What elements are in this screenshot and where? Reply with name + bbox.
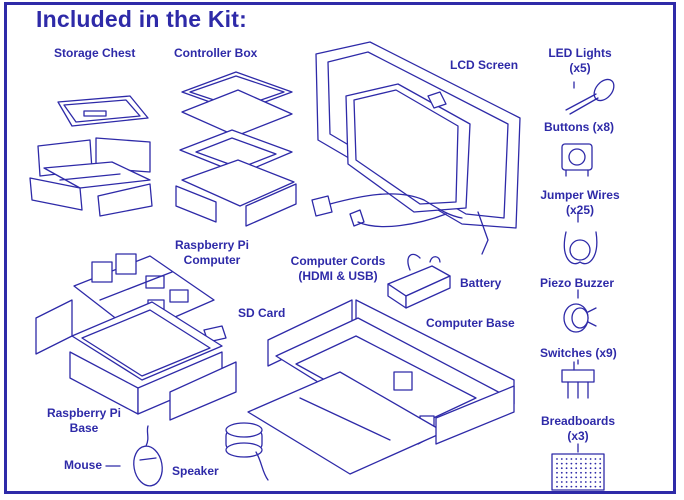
computer-cords-label-line2: (HDMI & USB) — [298, 269, 378, 283]
computer-cords-label-line1: Computer Cords — [290, 254, 386, 268]
mouse-illustration — [133, 425, 163, 487]
computer-base-illustration — [247, 299, 515, 475]
button-component-illustration — [561, 143, 593, 177]
raspberry-pi-computer-label-line1: Raspberry Pi — [174, 238, 250, 252]
breadboard-illustration — [551, 453, 605, 491]
piezo-buzzer-label: Piezo Buzzer — [540, 276, 615, 290]
jumper-wires-label: Jumper Wires (x25) — [532, 188, 628, 218]
jumper-wires-label-line2: (x25) — [565, 203, 594, 217]
buttons-label: Buttons (x8) — [544, 120, 614, 134]
piezo-buzzer-illustration — [563, 303, 597, 333]
led-lights-label-line2: (x5) — [569, 61, 591, 75]
computer-cords-illustration — [311, 193, 463, 228]
led-light-illustration — [565, 78, 615, 115]
speaker-label: Speaker — [172, 464, 219, 478]
switch-illustration — [561, 361, 595, 399]
raspberry-pi-base-label-line2: Base — [69, 421, 99, 435]
raspberry-pi-base-label-line1: Raspberry Pi — [46, 406, 122, 420]
computer-cords-label: Computer Cords (HDMI & USB) — [278, 254, 398, 284]
storage-chest-illustration — [29, 95, 153, 217]
switches-label: Switches (x9) — [540, 346, 617, 360]
computer-base-label: Computer Base — [426, 316, 515, 330]
breadboards-label: Breadboards (x3) — [532, 414, 624, 444]
lcd-screen-illustration — [315, 41, 521, 255]
kit-title: Included in the Kit: — [36, 6, 247, 32]
kit-frame — [4, 2, 676, 494]
storage-chest-label: Storage Chest — [54, 46, 136, 60]
battery-illustration — [387, 253, 451, 309]
raspberry-pi-computer-label-line2: Computer — [183, 253, 241, 267]
raspberry-pi-computer-label: Raspberry Pi Computer — [164, 238, 260, 268]
led-lights-label-line1: LED Lights — [548, 46, 612, 60]
controller-box-illustration — [175, 71, 297, 227]
sd-card-label: SD Card — [238, 306, 286, 320]
breadboards-label-line2: (x3) — [567, 429, 589, 443]
battery-label: Battery — [460, 276, 502, 290]
mouse-label: Mouse — [64, 458, 103, 472]
led-lights-label: LED Lights (x5) — [540, 46, 620, 76]
breadboards-label-line1: Breadboards — [540, 414, 616, 428]
raspberry-pi-base-illustration — [35, 299, 237, 421]
controller-box-label: Controller Box — [174, 46, 258, 60]
raspberry-pi-base-label: Raspberry Pi Base — [36, 406, 132, 436]
jumper-wires-label-line1: Jumper Wires — [540, 188, 620, 202]
jumper-wire-illustration — [563, 231, 598, 265]
lcd-screen-label: LCD Screen — [450, 58, 519, 72]
speaker-illustration — [225, 422, 269, 481]
